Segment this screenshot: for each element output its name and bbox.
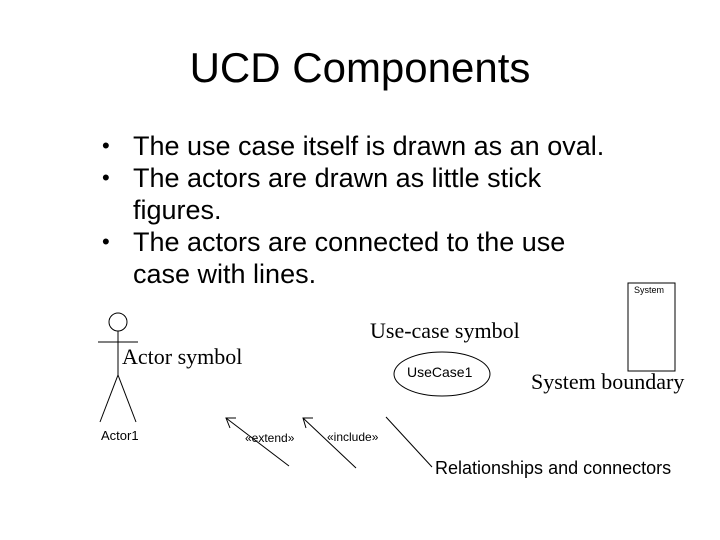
bullet-item: • The use case itself is drawn as an ova… [100,130,660,162]
bullet-text: The actors are drawn as little stick fig… [133,163,542,225]
system-label: System [634,285,665,295]
system-boundary-caption: System boundary [531,369,685,394]
use-case-label: UseCase1 [407,364,473,380]
bullet-dot-icon: • [102,165,110,190]
association-line [385,416,433,468]
use-case-oval [393,351,491,397]
system-boundary-rect [627,282,676,372]
include-arrow-icon [302,417,357,469]
bullet-item: • The actors are drawn as little stick f… [100,162,660,226]
actor-caption: Actor symbol [122,344,243,369]
actor-stick-figure-icon [98,312,138,423]
bullet-item: • The actors are connected to the use ca… [100,226,660,290]
actor-label: Actor1 [101,428,139,443]
slide-title: UCD Components [189,44,531,91]
include-label: «include» [327,430,379,444]
bullet-text: The use case itself is drawn as an oval. [133,131,605,161]
relationships-caption: Relationships and connectors [435,458,672,478]
bullet-dot-icon: • [102,229,110,254]
extend-label: «extend» [245,431,295,445]
extend-arrow-icon [225,417,290,467]
use-case-caption: Use-case symbol [370,318,520,343]
bullet-text: The actors are connected to the use case… [133,227,566,289]
bullet-dot-icon: • [102,133,110,158]
bullet-list: • The use case itself is drawn as an ova… [100,130,660,290]
